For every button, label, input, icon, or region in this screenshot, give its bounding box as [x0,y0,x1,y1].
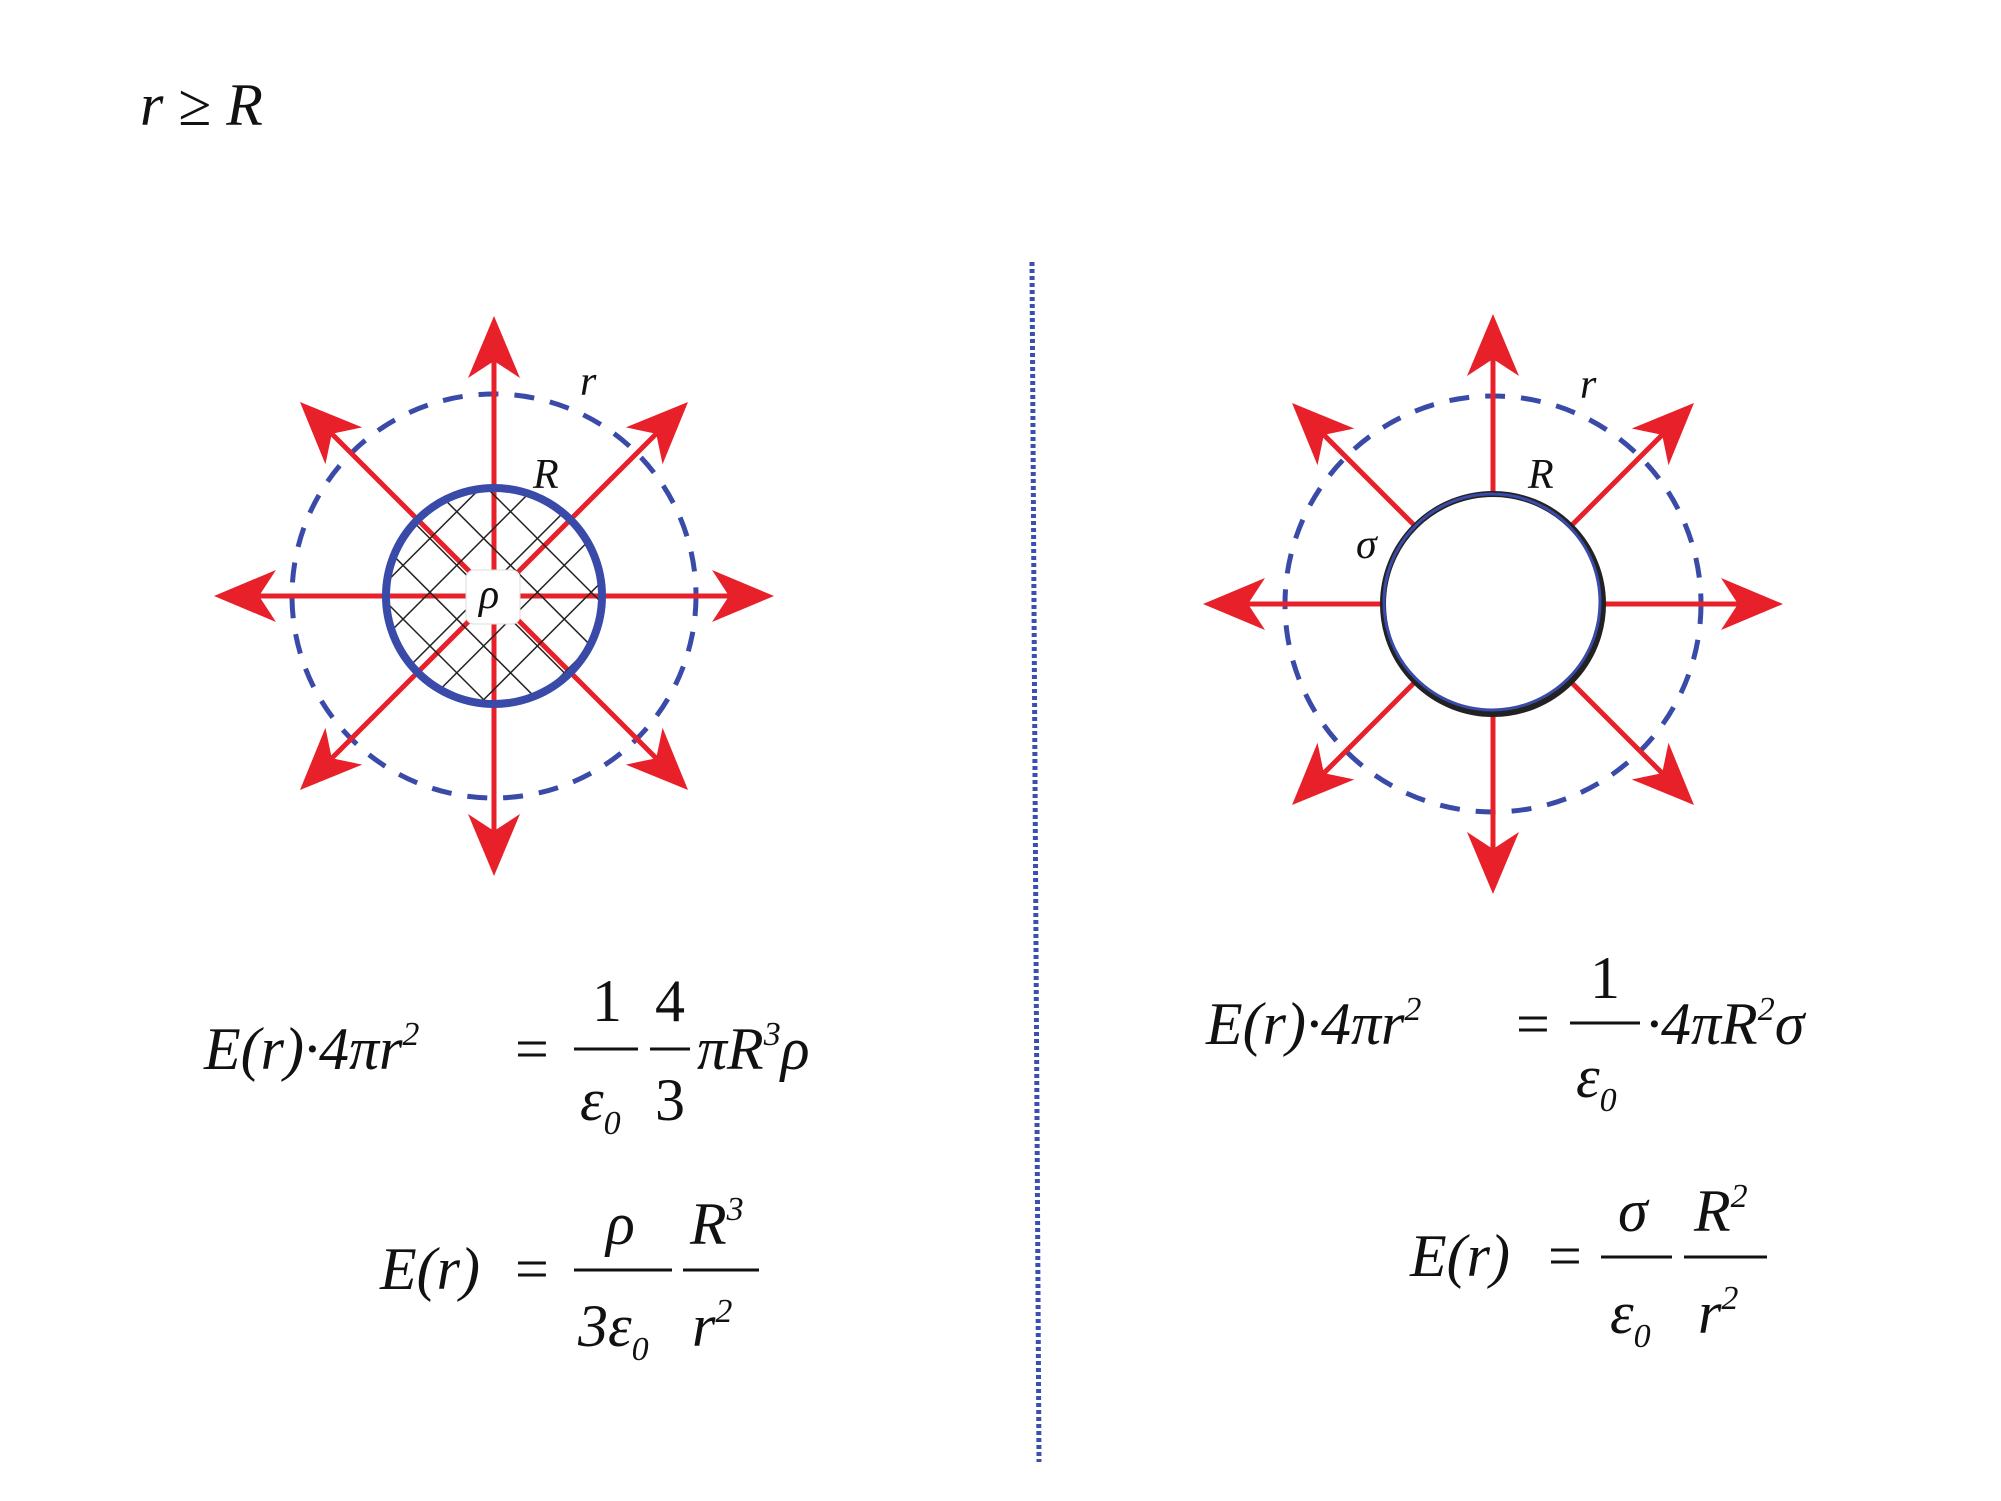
equals: = [1548,1223,1582,1289]
right-equation-2: E(r) = σ ε0 R2 r2 [1409,1178,1767,1355]
eq-lhs: E(r) [379,1236,480,1302]
shell-diagram: r R σ [1203,314,1783,894]
arrowhead-icon [468,316,520,378]
R-label: R [1527,452,1554,498]
arrowhead-icon [1721,578,1783,630]
frac-num: R2 [1693,1178,1748,1244]
arrowhead-icon [299,727,363,791]
frac-den: ε0 [580,1067,621,1142]
arrowhead-icon [1467,832,1519,894]
divider-line [1029,261,1042,1463]
frac-num: R3 [689,1191,744,1257]
equals: = [515,1236,549,1302]
shell-outline [1382,492,1602,712]
r-label: r [1580,362,1597,408]
frac-num: 1 [1590,945,1620,1011]
arrowhead-icon [625,727,689,791]
equals: = [515,1016,549,1082]
sigma-label: σ [1356,522,1379,568]
arrowhead-icon [468,814,520,876]
region-condition: r ≥ R [140,72,263,138]
arrowhead-icon [1467,314,1519,376]
right-equation-1: E(r)·4πr2 = 1 ε0 ·4πR2σ [1205,945,1807,1119]
arrowhead-icon [1292,403,1355,466]
arrowhead-icon [625,401,689,465]
frac-den: ε0 [1610,1280,1651,1355]
frac-den: 3 [655,1067,685,1133]
left-equation-1: E(r)·4πr2 = 1 ε0 4 3 πR3ρ [203,968,810,1142]
frac-num: 1 [592,968,622,1034]
frac-den: 3ε0 [577,1293,649,1368]
eq-lhs: E(r) [1409,1223,1510,1289]
frac-den: ε0 [1576,1044,1617,1119]
uniform-sphere-diagram: ρ r R [214,316,774,876]
eq-rest: ·4πR2σ [1646,991,1807,1057]
rho-label-box [465,569,521,625]
arrowhead-icon [712,570,774,622]
eq-lhs: E(r)·4πr2 [1205,991,1421,1057]
frac-den: r2 [692,1293,732,1359]
R-label: R [532,452,559,498]
equals: = [1516,991,1550,1057]
frac-den: r2 [1698,1280,1738,1346]
arrowhead-icon [214,570,276,622]
arrowhead-icon [1203,578,1265,630]
arrowhead-icon [1631,403,1694,466]
arrowhead-icon [299,401,363,465]
rho-label: ρ [477,572,499,618]
eq-lhs: E(r)·4πr2 [203,1016,419,1082]
r-label: r [580,359,597,405]
eq-rest: πR3ρ [697,1016,810,1082]
left-equation-2: E(r) = ρ 3ε0 R3 r2 [379,1191,759,1368]
arrowhead-icon [1631,742,1694,805]
frac-num: 4 [655,968,685,1034]
frac-num: ρ [604,1191,635,1257]
frac-num: σ [1618,1178,1650,1244]
arrowhead-icon [1292,742,1355,805]
